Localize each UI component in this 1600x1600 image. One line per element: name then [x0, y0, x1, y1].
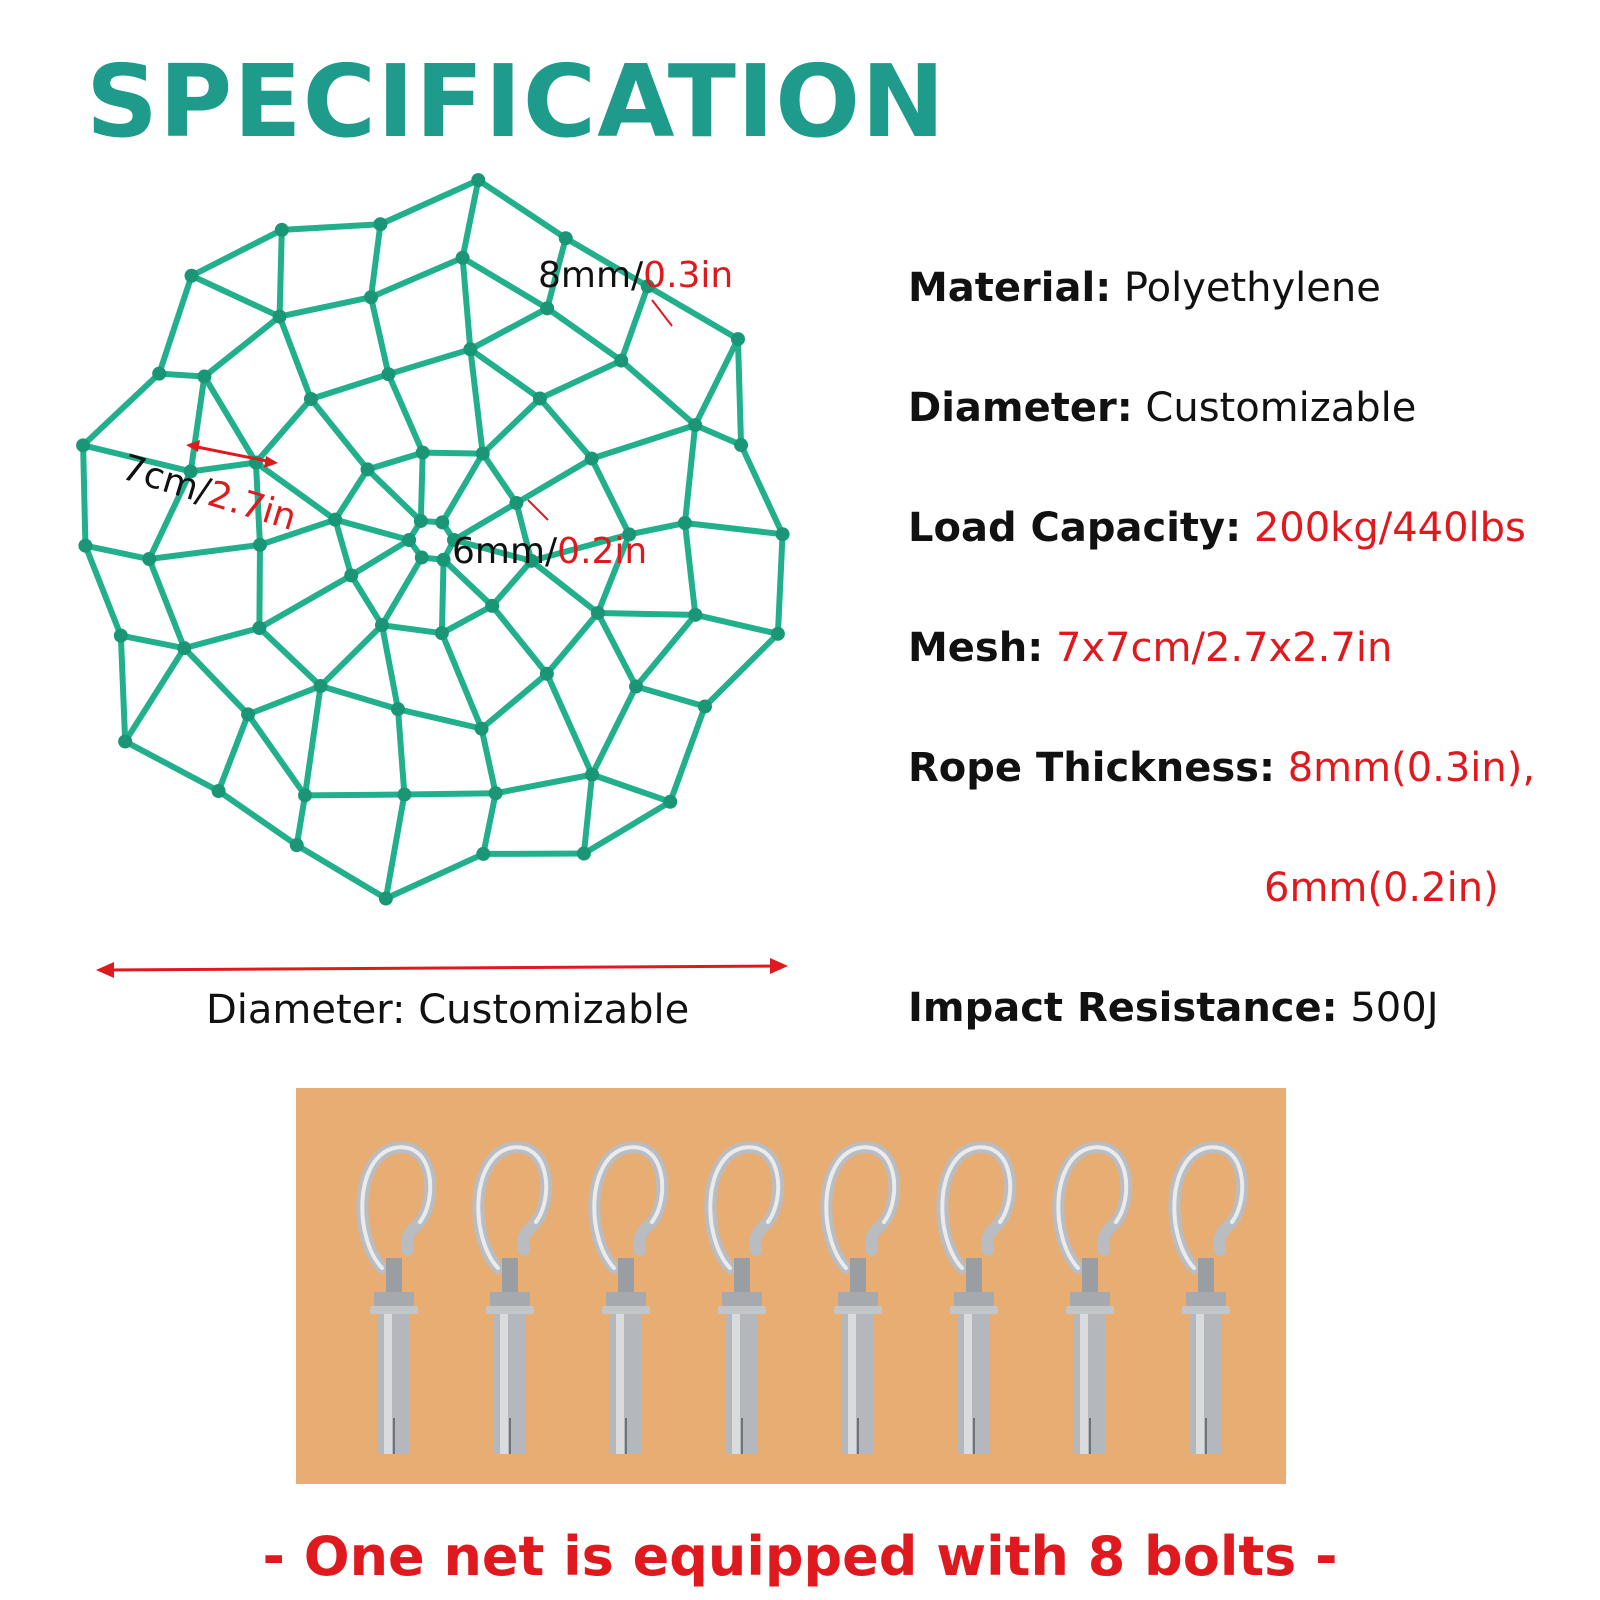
diameter-arrow-head-right [770, 958, 788, 974]
rope-thickness-mark-inner [527, 499, 549, 521]
spec-row: Impact Resistance: 500J [908, 988, 1439, 1028]
spec-row: Diameter: Customizable [908, 388, 1416, 428]
page-title: SPECIFICATION [86, 43, 946, 160]
diameter-arrow [103, 964, 781, 972]
spec-key: Impact Resistance: [908, 985, 1338, 1031]
mesh-arrow-head-right [264, 456, 278, 468]
net-illustration [76, 173, 790, 978]
eye-bolt [450, 1118, 570, 1468]
footer-note: - One net is equipped with 8 bolts - [262, 1525, 1338, 1588]
eye-bolt [798, 1118, 918, 1468]
spec-key: Material: [908, 265, 1112, 311]
spec-value: Customizable [1145, 385, 1417, 431]
spec-value: 500J [1350, 985, 1439, 1031]
spec-value: Polyethylene [1123, 265, 1381, 311]
label-rope-inner: 6mm/0.2in [452, 531, 648, 572]
spec-row: Material: Polyethylene [908, 268, 1381, 308]
spec-key: Mesh: [908, 625, 1044, 671]
eye-bolt [914, 1118, 1034, 1468]
rope-thickness-mark-outer [651, 299, 673, 327]
mesh-size-arrow [191, 444, 273, 464]
eye-bolt [566, 1118, 686, 1468]
bolts-photo [296, 1088, 1286, 1484]
diameter-arrow-head-left [96, 962, 114, 978]
spec-value: 7x7cm/2.7x2.7in [1055, 625, 1393, 671]
net-mesh [80, 177, 786, 902]
spec-value: 200kg/440lbs [1253, 505, 1526, 551]
spec-key: Diameter: [908, 385, 1133, 431]
eye-bolt [1146, 1118, 1266, 1468]
spec-row: Rope Thickness: 8mm(0.3in), [908, 748, 1535, 788]
diameter-caption: Diameter: Customizable [206, 987, 690, 1033]
mesh-arrow-head-left [186, 440, 200, 452]
spec-key: Rope Thickness: [908, 745, 1275, 791]
eye-bolt [334, 1118, 454, 1468]
spec-value: 6mm(0.2in) [1264, 865, 1499, 911]
label-rope-outer: 8mm/0.3in [538, 255, 734, 296]
spec-row: 6mm(0.2in) [1264, 868, 1499, 908]
net-knots [76, 173, 790, 906]
spec-row: Mesh: 7x7cm/2.7x2.7in [908, 628, 1392, 668]
eye-bolt [1030, 1118, 1150, 1468]
eye-bolt [682, 1118, 802, 1468]
spec-key: Load Capacity: [908, 505, 1242, 551]
spec-row: Load Capacity: 200kg/440lbs [908, 508, 1526, 548]
spec-value: 8mm(0.3in), [1287, 745, 1536, 791]
